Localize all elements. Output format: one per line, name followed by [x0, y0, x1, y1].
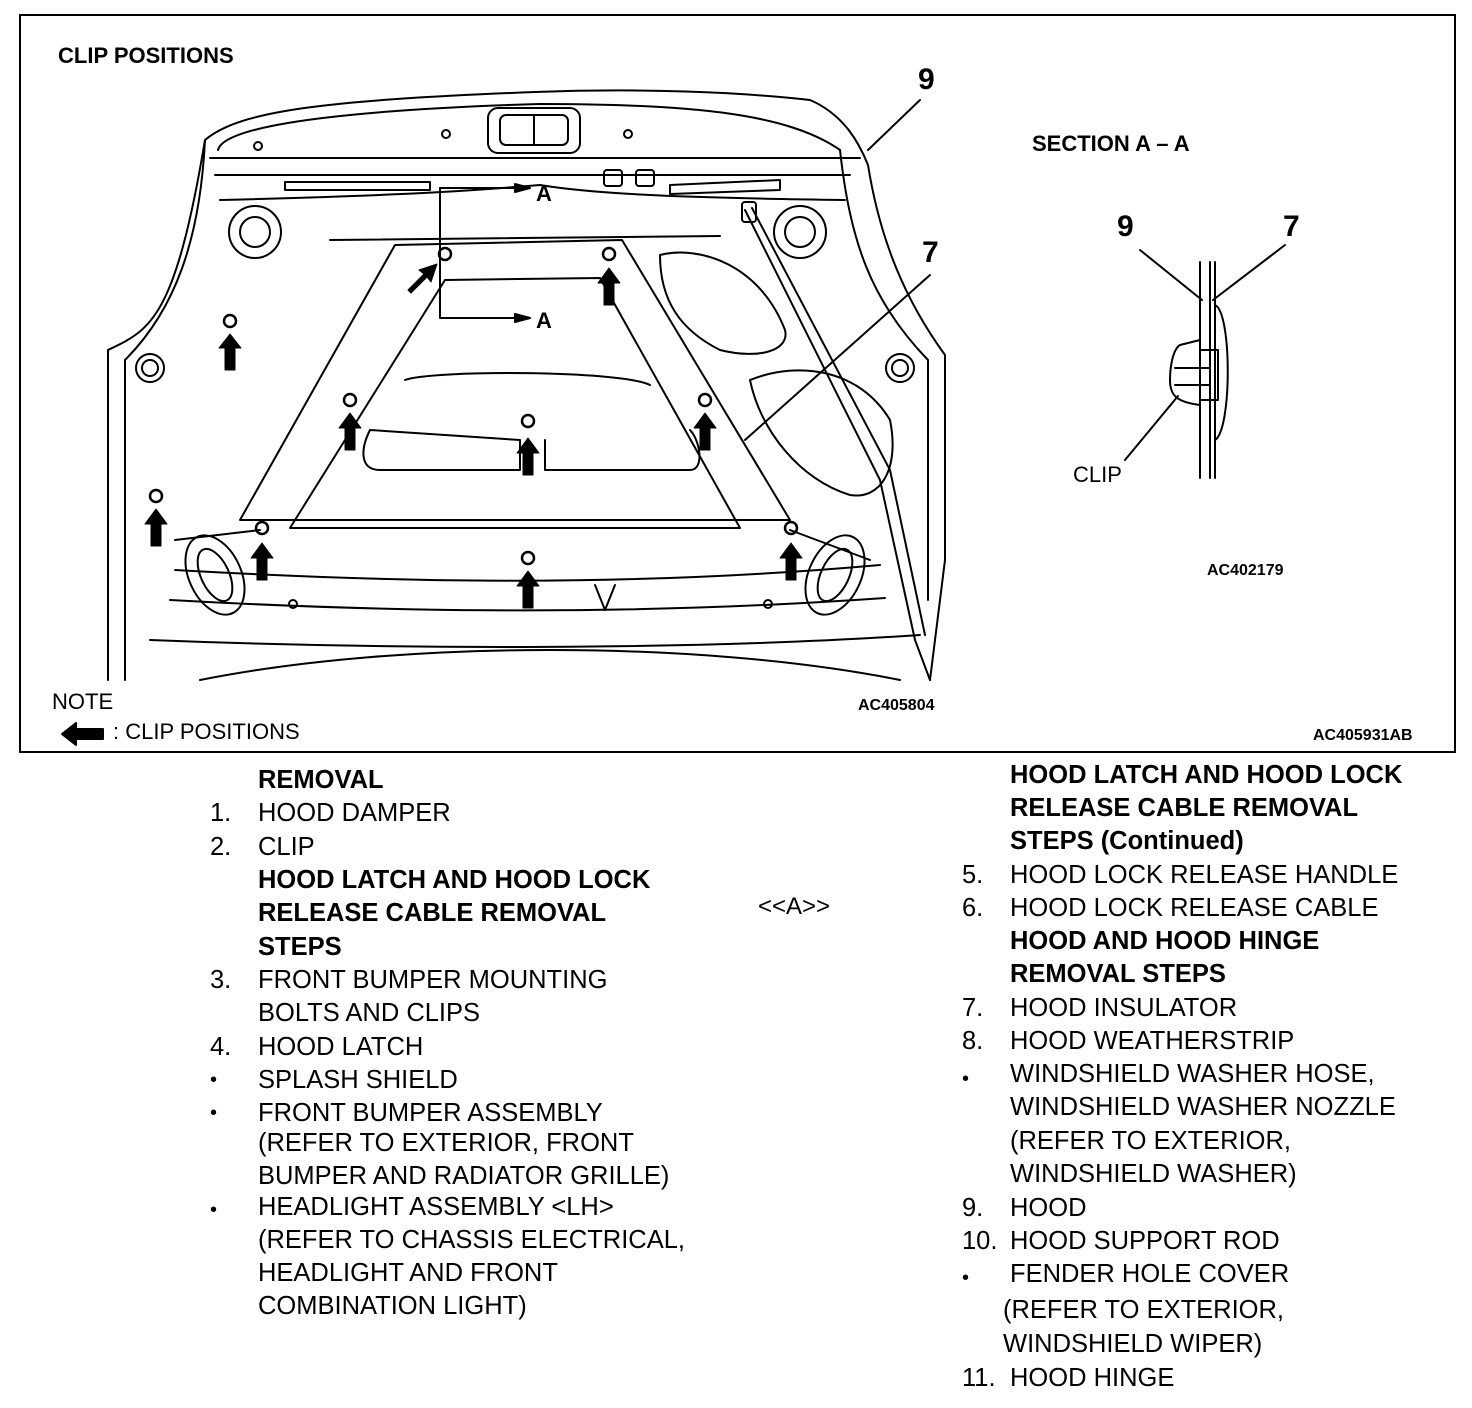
note-text: : CLIP POSITIONS — [113, 719, 300, 744]
right-list-heading: HOOD LATCH AND HOOD LOCK — [1010, 761, 1403, 789]
clip-mark — [222, 313, 238, 329]
item-text: WINDSHIELD WASHER HOSE, — [1010, 1060, 1375, 1088]
item-marker: 6. — [962, 894, 984, 922]
clip-arrow — [779, 542, 803, 581]
callout-7: 7 — [922, 236, 939, 269]
item-text: (REFER TO EXTERIOR, — [1010, 1127, 1292, 1155]
item-text: HOOD LOCK RELEASE CABLE — [1010, 894, 1379, 922]
clip-mark — [520, 413, 536, 429]
item-text: SPLASH SHIELD — [258, 1066, 458, 1094]
clip-mark — [697, 392, 713, 408]
item-marker: 7. — [962, 994, 984, 1022]
item-marker: 10. — [962, 1227, 998, 1255]
item-text: HOOD DAMPER — [258, 799, 451, 827]
legend-arrow-icon — [61, 722, 104, 746]
clip-mark — [148, 488, 164, 504]
hood-insulator — [659, 251, 787, 355]
clip-mark — [342, 392, 358, 408]
left-list-heading: REMOVAL — [258, 766, 384, 794]
list-item: 1. — [210, 797, 231, 830]
step-group-heading: HOOD LATCH AND HOOD LOCK — [258, 866, 651, 894]
bullet-marker: • — [210, 1102, 218, 1124]
section-figure-code: AC402179 — [1207, 562, 1284, 579]
callout-9: 9 — [918, 63, 935, 96]
main-figure-code: AC405804 — [858, 697, 935, 714]
item-text: CLIP — [258, 833, 315, 861]
item-text: (REFER TO CHASSIS ELECTRICAL, — [258, 1226, 685, 1254]
item-marker: 1. — [210, 799, 232, 827]
item-text: FENDER HOLE COVER — [1010, 1260, 1290, 1288]
figure-title: CLIP POSITIONS — [58, 43, 234, 68]
item-text: BUMPER AND RADIATOR GRILLE) — [258, 1162, 670, 1190]
section-clip-label: CLIP — [1073, 462, 1122, 487]
clip-mark — [783, 520, 799, 536]
clip-arrow — [407, 263, 438, 294]
middle-reference: <<A>> — [758, 893, 831, 920]
item-text: HEADLIGHT AND FRONT — [258, 1259, 558, 1287]
section-marker-bottom: A — [536, 308, 552, 333]
item-text: (REFER TO EXTERIOR, FRONT — [258, 1129, 634, 1157]
item-text: WINDSHIELD WASHER NOZZLE — [1010, 1093, 1396, 1121]
clip-arrow — [250, 542, 274, 581]
inner-frame — [239, 239, 791, 521]
item-marker: 3. — [210, 966, 232, 994]
step-group-heading: STEPS — [258, 933, 342, 961]
clip-arrow — [516, 570, 540, 609]
item-text: HOOD INSULATOR — [1010, 994, 1238, 1022]
section-label-9: 9 — [1117, 210, 1134, 243]
figure-frame — [19, 14, 1456, 753]
clip-mark — [437, 246, 453, 262]
item-text: HOOD WEATHERSTRIP — [1010, 1027, 1295, 1055]
clip-arrow — [516, 437, 540, 476]
right-list-heading: STEPS (Continued) — [1010, 827, 1244, 855]
item-text: (REFER TO EXTERIOR, — [1003, 1296, 1285, 1324]
item-marker: 2. — [210, 833, 232, 861]
hood-support-rod — [744, 209, 931, 681]
clip-mark — [601, 246, 617, 262]
item-marker: 8. — [962, 1027, 984, 1055]
bullet-marker: • — [962, 1267, 970, 1289]
clip-arrow — [693, 412, 717, 451]
item-marker: 11. — [962, 1364, 996, 1392]
item-text: HOOD SUPPORT ROD — [1010, 1227, 1280, 1255]
right-list-heading: RELEASE CABLE REMOVAL — [1010, 794, 1359, 822]
clip-mark — [254, 520, 270, 536]
item-text: HEADLIGHT ASSEMBLY <LH> — [258, 1193, 614, 1221]
section-marker-top: A — [536, 181, 552, 206]
item-text: HOOD HINGE — [1010, 1364, 1175, 1392]
item-text: FRONT BUMPER ASSEMBLY — [258, 1099, 603, 1127]
clip-arrow — [597, 267, 621, 306]
item-text: WINDSHIELD WIPER) — [1003, 1330, 1263, 1358]
item-text: COMBINATION LIGHT) — [258, 1292, 527, 1320]
step-group-heading: HOOD AND HOOD HINGE — [1010, 927, 1320, 955]
item-text: WINDSHIELD WASHER) — [1010, 1160, 1297, 1188]
section-title: SECTION A – A — [1032, 131, 1190, 156]
item-text: HOOD LOCK RELEASE HANDLE — [1010, 861, 1399, 889]
item-marker: 9. — [962, 1194, 984, 1222]
section-label-7: 7 — [1283, 210, 1300, 243]
bullet-marker: • — [210, 1199, 218, 1221]
item-text: BOLTS AND CLIPS — [258, 999, 481, 1027]
item-text: HOOD LATCH — [258, 1033, 424, 1061]
section-cut-line — [439, 187, 526, 319]
overall-figure-code: AC405931AB — [1313, 727, 1413, 744]
bullet-marker: • — [210, 1069, 218, 1091]
item-marker: 5. — [962, 861, 984, 889]
clip-arrow — [218, 333, 242, 371]
bullet-marker: • — [962, 1068, 970, 1090]
clip-arrow — [338, 412, 362, 451]
clip-mark — [520, 550, 536, 566]
hood-outline — [107, 89, 946, 681]
step-group-heading: REMOVAL STEPS — [1010, 960, 1226, 988]
step-group-heading: RELEASE CABLE REMOVAL — [258, 899, 607, 927]
clip-arrow — [144, 508, 168, 547]
section-a-a-detail — [1124, 244, 1286, 479]
item-text: FRONT BUMPER MOUNTING — [258, 966, 608, 994]
item-text: HOOD — [1010, 1194, 1087, 1222]
note-heading: NOTE — [52, 689, 114, 714]
item-marker: 4. — [210, 1033, 232, 1061]
